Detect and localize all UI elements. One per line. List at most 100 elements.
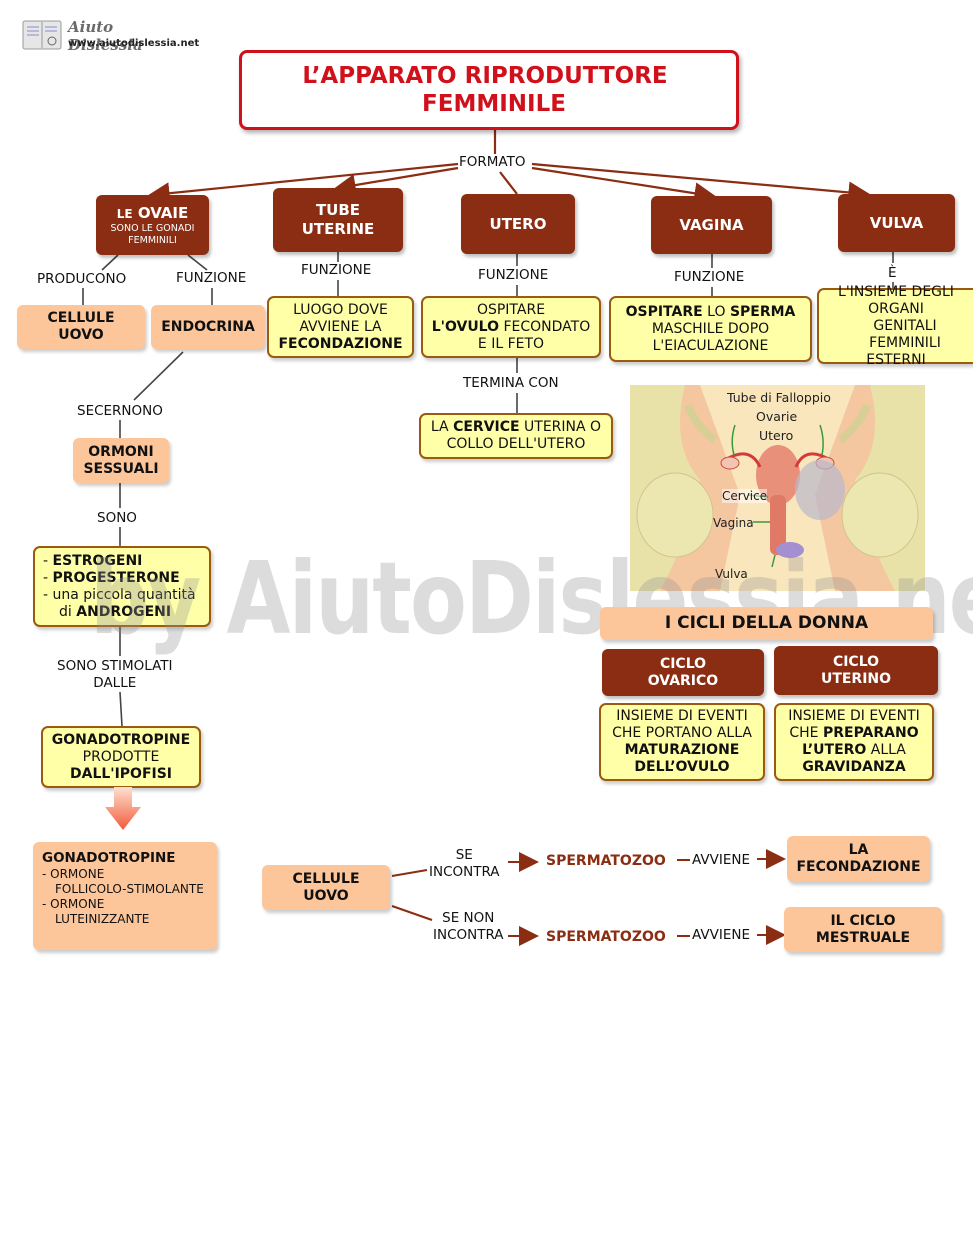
ovaie-title: OVAIE <box>137 203 189 222</box>
label-e-vulva: È <box>888 265 897 281</box>
spermatozoo-2: SPERMATOZOO <box>546 929 666 945</box>
vagina-func-line-2: MASCHILE DOPO <box>651 320 770 337</box>
ormone-progesterone: PROGESTERONE <box>52 570 180 586</box>
gonado-detail-l1: - ORMONE <box>42 867 105 881</box>
box-utero-funzione: OSPITARE L'OVULO FECONDATO E IL FETO <box>421 296 601 358</box>
gonado-detail-l3: - ORMONE <box>42 897 105 911</box>
box-tube-funzione: LUOGO DOVE AVVIENE LA FECONDAZIONE <box>267 296 414 358</box>
tube-line-2: UTERINE <box>301 220 375 238</box>
vagina-func-ospitare: OSPITARE <box>625 303 703 320</box>
vagina-label: VAGINA <box>679 216 744 234</box>
ovaie-subtitle: SONO LE GONADI FEMMINILI <box>110 222 195 246</box>
logo-name: Aiuto Dislessia <box>68 18 143 54</box>
se-incontra-line-1: SE <box>455 847 473 863</box>
ormoni-line-1: ORMONI <box>88 443 154 460</box>
label-funzione-vagina: FUNZIONE <box>674 269 745 285</box>
box-gonadotropine: GONADOTROPINE PRODOTTE DALL'IPOFISI <box>41 726 201 788</box>
node-utero: UTERO <box>461 194 575 254</box>
stimolati-line-2: DALLE <box>93 675 137 691</box>
utero-func-line-1: OSPITARE <box>476 301 546 318</box>
ormone-estrogeni: ESTROGENI <box>52 553 143 569</box>
label-stimolati: SONO STIMOLATI DALLE <box>57 658 173 692</box>
anatomy-label-tube: Tube di Falloppio <box>727 390 831 405</box>
ciclo-uterino-line-1: CICLO <box>832 653 880 670</box>
box-cellule-uovo-bottom: CELLULE UOVO <box>262 865 390 910</box>
cellule-line-1: CELLULE <box>47 310 115 326</box>
stimolati-line-1: SONO STIMOLATI <box>57 658 173 674</box>
vulva-def-line-4: ESTERNI <box>866 351 926 368</box>
logo[interactable]: Aiuto Dislessia www.aiutodislessia.net <box>22 15 199 55</box>
gonado-detail-l4: LUTEINIZZANTE <box>55 912 150 926</box>
se-incontra-line-2: INCONTRA <box>429 864 500 880</box>
label-termina-con: TERMINA CON <box>463 375 559 391</box>
gonado-line-3: DALL'IPOFISI <box>69 765 173 782</box>
ov-desc-line-3: MATURAZIONE <box>624 742 740 758</box>
label-sono: SONO <box>97 510 137 526</box>
cervice-cervice: CERVICE <box>453 419 520 435</box>
se-non-incontra-line-2: INCONTRA <box>433 927 504 943</box>
box-vagina-funzione: OSPITARE LO SPERMA MASCHILE DOPO L'EIACU… <box>609 296 812 362</box>
utero-label: UTERO <box>489 215 547 233</box>
gonado-line-1: GONADOTROPINE <box>51 731 191 748</box>
ut-desc-che: CHE <box>789 725 823 741</box>
vulva-def-line-1: L'INSIEME DEGLI <box>838 283 954 300</box>
cervice-uterina: UTERINA O <box>519 419 602 435</box>
ormone-quantita: una piccola quantità <box>52 587 196 603</box>
book-icon <box>22 19 62 51</box>
ciclo-ovarico-line-1: CICLO <box>659 655 707 672</box>
cervice-la: LA <box>430 419 454 435</box>
mestruale-line-2: MESTRUALE <box>815 929 911 946</box>
utero-func-line-3: E IL FETO <box>477 335 545 352</box>
node-vagina: VAGINA <box>651 196 772 254</box>
anatomy-label-utero: Utero <box>759 428 794 443</box>
ut-desc-line-1: INSIEME DI EVENTI <box>788 708 920 724</box>
gonado-detail-title: GONADOTROPINE <box>42 850 176 866</box>
ut-desc-alla: ALLA <box>866 742 906 758</box>
anatomy-label-ovarie: Ovarie <box>756 409 798 424</box>
box-endocrina: ENDOCRINA <box>151 305 265 349</box>
fecondazione-line-1: LA <box>848 842 869 858</box>
box-cervice: LA CERVICE UTERINA O COLLO DELL'UTERO <box>419 413 613 459</box>
title-line-1: L’APPARATO RIPRODUTTORE <box>302 63 668 89</box>
node-ciclo-uterino: CICLO UTERINO <box>774 646 938 695</box>
logo-url: www.aiutodislessia.net <box>68 38 200 49</box>
fecondazione-line-2: FECONDAZIONE <box>796 859 921 875</box>
mestruale-line-1: IL CICLO <box>830 912 896 929</box>
spermatozoo-1: SPERMATOZOO <box>546 853 666 869</box>
box-ormoni-sessuali: ORMONI SESSUALI <box>73 438 169 483</box>
vagina-func-sperma: SPERMA <box>729 303 796 320</box>
ut-desc-line-4: GRAVIDANZA <box>802 759 906 775</box>
box-ciclo-uterino-desc: INSIEME DI EVENTI CHE PREPARANO L’UTERO … <box>774 703 934 781</box>
arrow-down-icon <box>104 787 142 831</box>
ut-desc-preparano: PREPARANO <box>822 725 919 741</box>
vagina-func-line-3: L'EIACULAZIONE <box>652 337 769 354</box>
gonado-detail-l2: FOLLICOLO-STIMOLANTE <box>55 882 204 896</box>
anatomy-label-vulva: Vulva <box>715 567 748 581</box>
vulva-label: VULVA <box>869 214 924 232</box>
label-se-non-incontra: SE NON INCONTRA <box>433 910 504 944</box>
ovaie-le: LE <box>116 206 133 221</box>
cycles-title: I CICLI DELLA DONNA <box>600 607 933 640</box>
ormoni-line-2: SESSUALI <box>83 460 159 477</box>
cervice-line-2: COLLO DELL'UTERO <box>446 436 586 452</box>
ov-desc-line-1: INSIEME DI EVENTI <box>616 708 748 724</box>
node-ovaie: LE OVAIE SONO LE GONADI FEMMINILI <box>96 195 209 255</box>
label-funzione-tube: FUNZIONE <box>301 262 372 278</box>
label-funzione-ovaie: FUNZIONE <box>176 270 247 286</box>
label-formato: FORMATO <box>459 154 526 170</box>
tube-func-line-3: FECONDAZIONE <box>278 335 403 352</box>
label-secernono: SECERNONO <box>77 403 163 419</box>
vulva-def-line-2: ORGANI <box>868 300 924 317</box>
ov-desc-line-4: DELL’OVULO <box>634 759 730 775</box>
box-ciclo-ovarico-desc: INSIEME DI EVENTI CHE PORTANO ALLA MATUR… <box>599 703 765 781</box>
node-ciclo-ovarico: CICLO OVARICO <box>602 649 764 696</box>
endocrina-label: ENDOCRINA <box>161 318 255 335</box>
ormone-androgeni: ANDROGENI <box>76 604 172 620</box>
page-title: L’APPARATO RIPRODUTTORE FEMMINILE <box>239 50 739 130</box>
vulva-def-line-3: GENITALI FEMMINILI <box>869 317 941 351</box>
title-line-2: FEMMINILE <box>422 91 566 117</box>
ciclo-ovarico-line-2: OVARICO <box>647 672 719 689</box>
cycles-title-text: I CICLI DELLA DONNA <box>664 613 869 633</box>
label-funzione-utero: FUNZIONE <box>478 267 549 283</box>
box-ormoni-elenco: - ESTROGENI - PROGESTERONE - una piccola… <box>33 546 211 627</box>
